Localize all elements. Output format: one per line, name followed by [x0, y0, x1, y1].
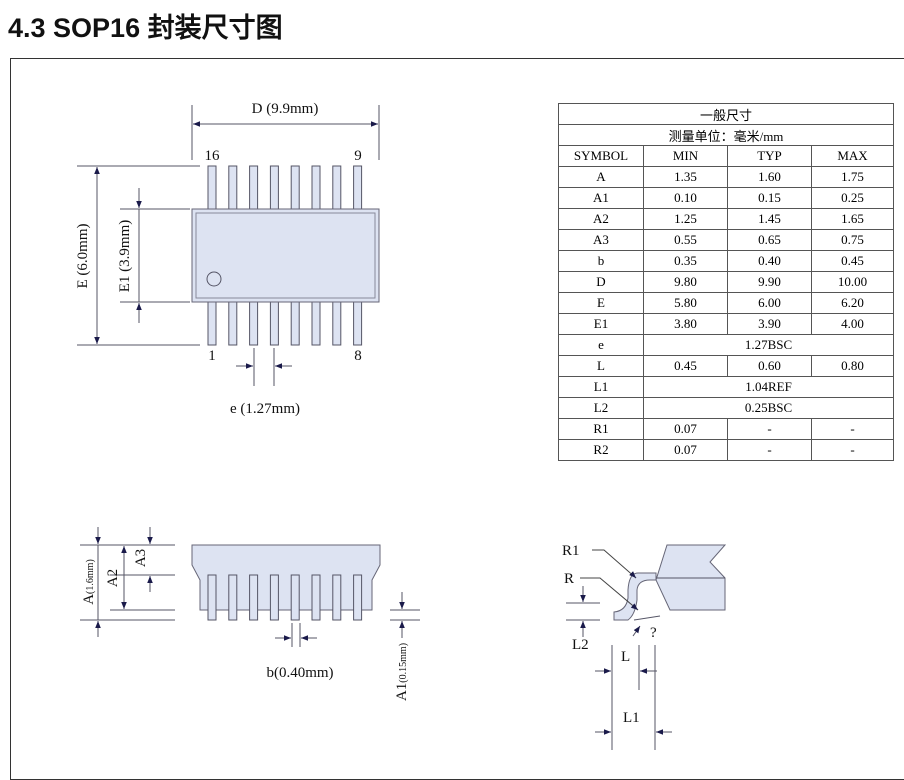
- lead-R1-label: R1: [562, 543, 580, 559]
- pin: [269, 165, 279, 210]
- table-cell: 5.80: [643, 292, 728, 314]
- dim-D-label: D (9.9mm): [252, 101, 319, 117]
- pin: [228, 165, 238, 210]
- table-cell: 测量单位：毫米/mm: [558, 124, 894, 146]
- pin1-marker: [206, 271, 222, 287]
- pin: [290, 165, 300, 210]
- pin: [332, 301, 342, 346]
- pin: [290, 301, 300, 346]
- table-cell: 0.25BSC: [643, 397, 894, 419]
- pin-9-label: 9: [354, 148, 362, 164]
- table-cell: 0.07: [643, 439, 728, 461]
- package-drawing: D (9.9mm) E (6.0mm) E1 (3.9mm) e (1.27mm…: [75, 101, 727, 750]
- pin: [311, 301, 321, 346]
- table-cell: -: [811, 439, 894, 461]
- section-title: 4.3 SOP16 封装尺寸图: [8, 13, 283, 43]
- lead-R-label: R: [564, 571, 574, 587]
- dim-A3-label: A3: [133, 549, 149, 567]
- pin-16-label: 16: [205, 148, 221, 164]
- pin: [332, 165, 342, 210]
- lead-L1-label: L1: [623, 710, 640, 726]
- table-cell: 0.40: [727, 250, 812, 272]
- pin: [353, 301, 363, 346]
- table-cell: 10.00: [811, 271, 894, 293]
- pin: [228, 301, 238, 346]
- dim-e-label: e (1.27mm): [230, 401, 300, 417]
- pin: [353, 165, 363, 210]
- side-view: [80, 527, 420, 647]
- table-cell: 0.65: [727, 229, 812, 251]
- pin: [249, 301, 259, 346]
- dim-A2-label: A2: [105, 569, 121, 587]
- table-cell: 1.35: [643, 166, 728, 188]
- pin: [353, 574, 363, 621]
- table-cell: 3.90: [727, 313, 812, 335]
- pin: [249, 165, 259, 210]
- pin: [311, 574, 321, 621]
- pin: [290, 574, 300, 621]
- table-cell: TYP: [727, 145, 812, 167]
- table-cell: 0.10: [643, 187, 728, 209]
- table-cell: 1.25: [643, 208, 728, 230]
- pin: [207, 165, 217, 210]
- pin-8-label: 8: [354, 348, 362, 364]
- pin: [207, 301, 217, 346]
- lead-L2-label: L2: [572, 637, 589, 653]
- pin-1-label: 1: [208, 348, 216, 364]
- table-row: 测量单位：毫米/mm: [558, 124, 894, 146]
- dim-A1-label: A1(0.15mm): [394, 643, 410, 701]
- dim-A-label: A(1.6mm): [81, 559, 97, 605]
- dim-E-label: E (6.0mm): [75, 224, 91, 289]
- table-cell: A1: [558, 187, 644, 209]
- table-cell: 0.60: [727, 355, 812, 377]
- lead-L-label: L: [621, 649, 630, 665]
- pin: [228, 574, 238, 621]
- table-cell: L2: [558, 397, 644, 419]
- dim-b-label: b(0.40mm): [266, 665, 333, 681]
- table-cell: R2: [558, 439, 644, 461]
- table-cell: 3.80: [643, 313, 728, 335]
- lead-angle-label: ?: [650, 625, 657, 641]
- pin: [332, 574, 342, 621]
- dim-E1-label: E1 (3.9mm): [117, 220, 133, 293]
- pin: [207, 574, 217, 621]
- table-cell: 0.45: [643, 355, 728, 377]
- top-view: [77, 105, 380, 386]
- pin: [249, 574, 259, 621]
- pin: [269, 301, 279, 346]
- pin: [311, 165, 321, 210]
- lead-detail: [566, 544, 727, 750]
- pin: [269, 574, 279, 621]
- table-cell: MIN: [643, 145, 728, 167]
- table-cell: 0.07: [643, 418, 728, 440]
- table-cell: MAX: [811, 145, 894, 167]
